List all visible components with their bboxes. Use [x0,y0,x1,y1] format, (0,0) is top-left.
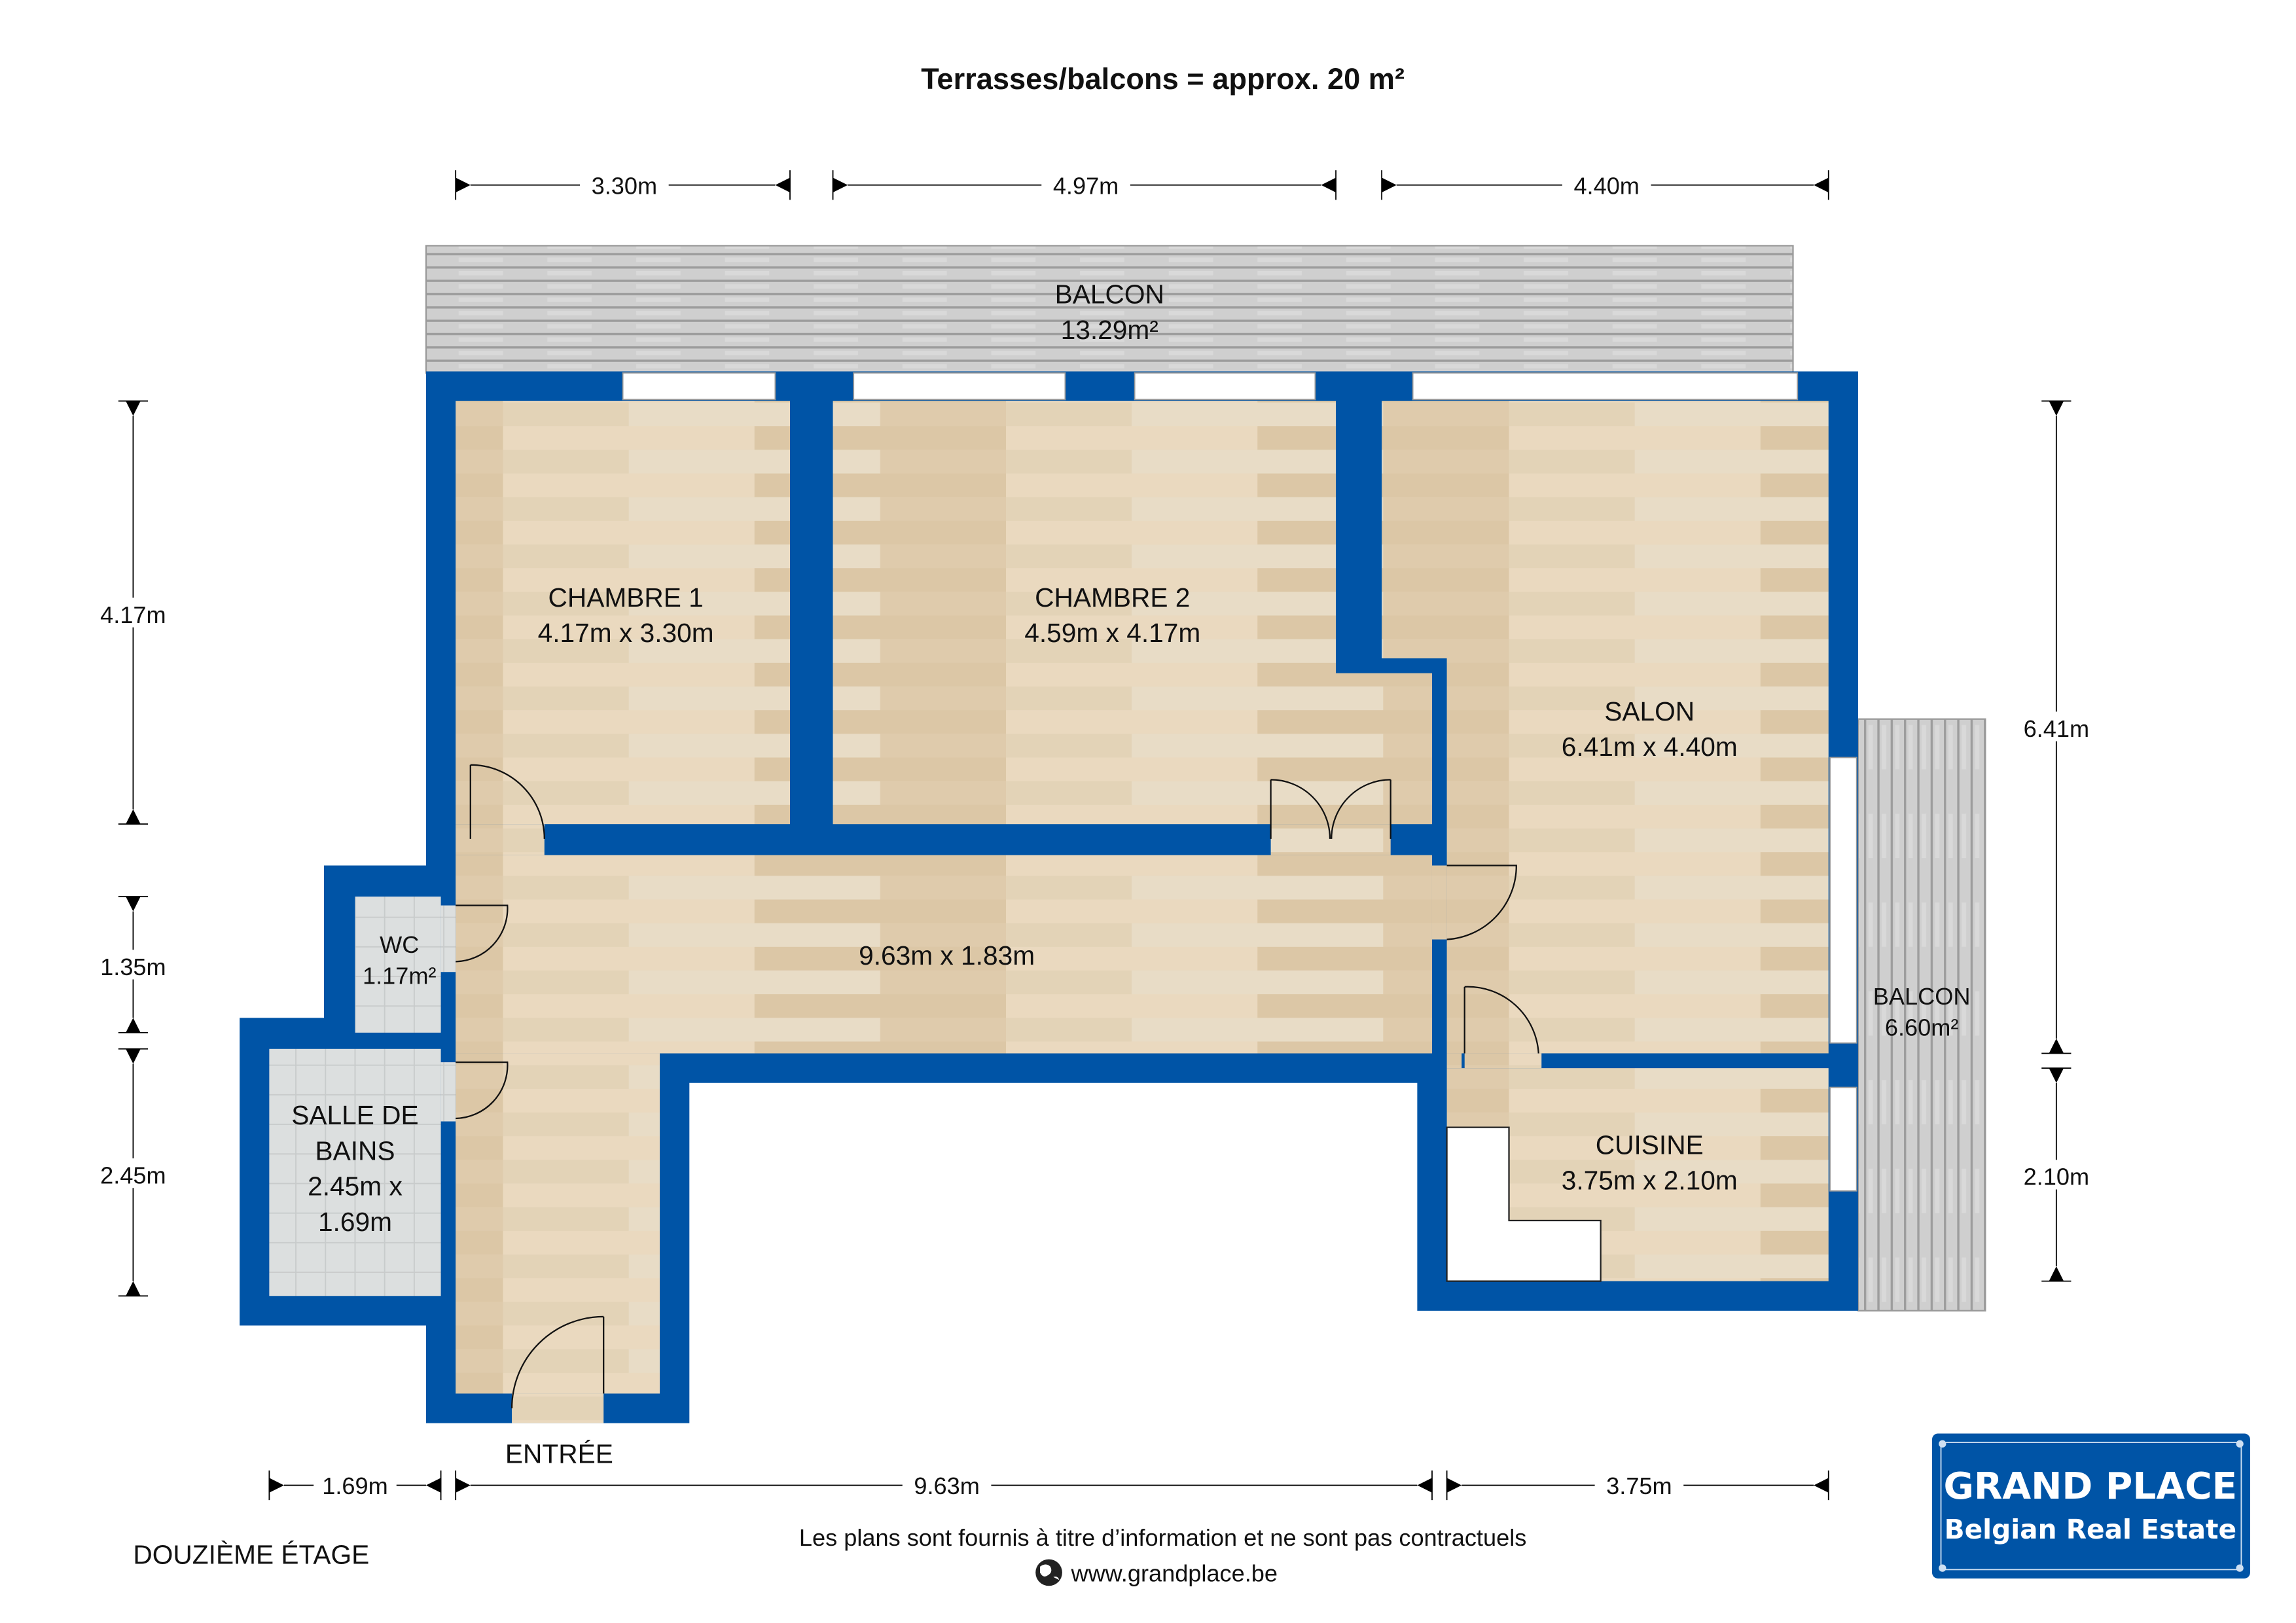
bain-name-1: SALLE DE [291,1100,418,1130]
room-hall [456,855,1432,1054]
wc-name: WC [380,931,419,958]
dim-top-1: 3.30m [592,172,658,199]
dim-left-3: 2.45m [100,1162,166,1188]
dim-right-2: 2.10m [2024,1164,2090,1190]
chambre1-size: 4.17m x 3.30m [538,618,714,648]
balcony-right-name: BALCON [1873,983,1971,1010]
balcony-top-name: BALCON [1055,279,1164,310]
chambre1-name: CHAMBRE 1 [548,582,703,613]
logo-line-2: Belgian Real Estate [1945,1514,2236,1545]
hall-size: 9.63m x 1.83m [859,940,1035,971]
dimension-labels: 3.30m 4.97m 4.40m 1.69m 9.63m 3.75m 4.17… [92,168,2098,1499]
windows [622,372,1857,1192]
room-salon [1382,401,1829,1054]
cuisine-name: CUISINE [1596,1130,1704,1160]
room-bain [269,1048,441,1296]
dim-bottom-2: 9.63m [914,1472,980,1499]
dim-left-1: 4.17m [100,601,166,628]
chambre2-name: CHAMBRE 2 [1035,582,1190,613]
dim-right-1: 6.41m [2024,715,2090,742]
bain-name-2: BAINS [315,1135,395,1166]
logo-line-1: GRAND PLACE [1943,1465,2237,1508]
balcony-top [425,245,1794,374]
kitchen-counter [1446,1126,1602,1282]
disclaimer: Les plans sont fournis à titre d’informa… [799,1524,1526,1551]
website-link[interactable]: www.grandplace.be [1070,1560,1278,1586]
floors [456,401,1829,1394]
salon-size: 6.41m x 4.40m [1562,732,1738,762]
room-chambre2 [833,401,1432,825]
balcony-top-area: 13.29m² [1061,315,1158,345]
room-chambre1 [456,401,791,825]
doors[interactable] [456,764,1539,1409]
dim-top-2: 4.97m [1053,172,1119,199]
cuisine-size: 3.75m x 2.10m [1562,1166,1738,1196]
door-openings [440,824,1542,1423]
dim-top-3: 4.40m [1573,172,1639,199]
chambre2-size: 4.59m x 4.17m [1024,618,1200,648]
bain-size-1: 2.45m x [308,1171,403,1202]
globe-icon [1035,1559,1062,1586]
balcony-right [1857,718,1986,1311]
entree-label: ENTRÉE [505,1439,613,1469]
salon-name: SALON [1604,696,1695,726]
room-entree [456,1053,660,1394]
floor-label: DOUZIÈME ÉTAGE [133,1539,369,1569]
room-wc [355,896,441,1033]
dim-left-2: 1.35m [100,954,166,980]
wc-area: 1.17m² [363,962,437,989]
page-title: Terrasses/balcons = approx. 20 m² [921,62,1405,96]
dim-bottom-3: 3.75m [1606,1472,1672,1499]
logo: GRAND PLACE Belgian Real Estate [1931,1433,2250,1578]
bain-size-2: 1.69m [318,1207,392,1237]
balcony-right-area: 6.60m² [1885,1014,1959,1041]
dim-bottom-1: 1.69m [322,1472,388,1499]
